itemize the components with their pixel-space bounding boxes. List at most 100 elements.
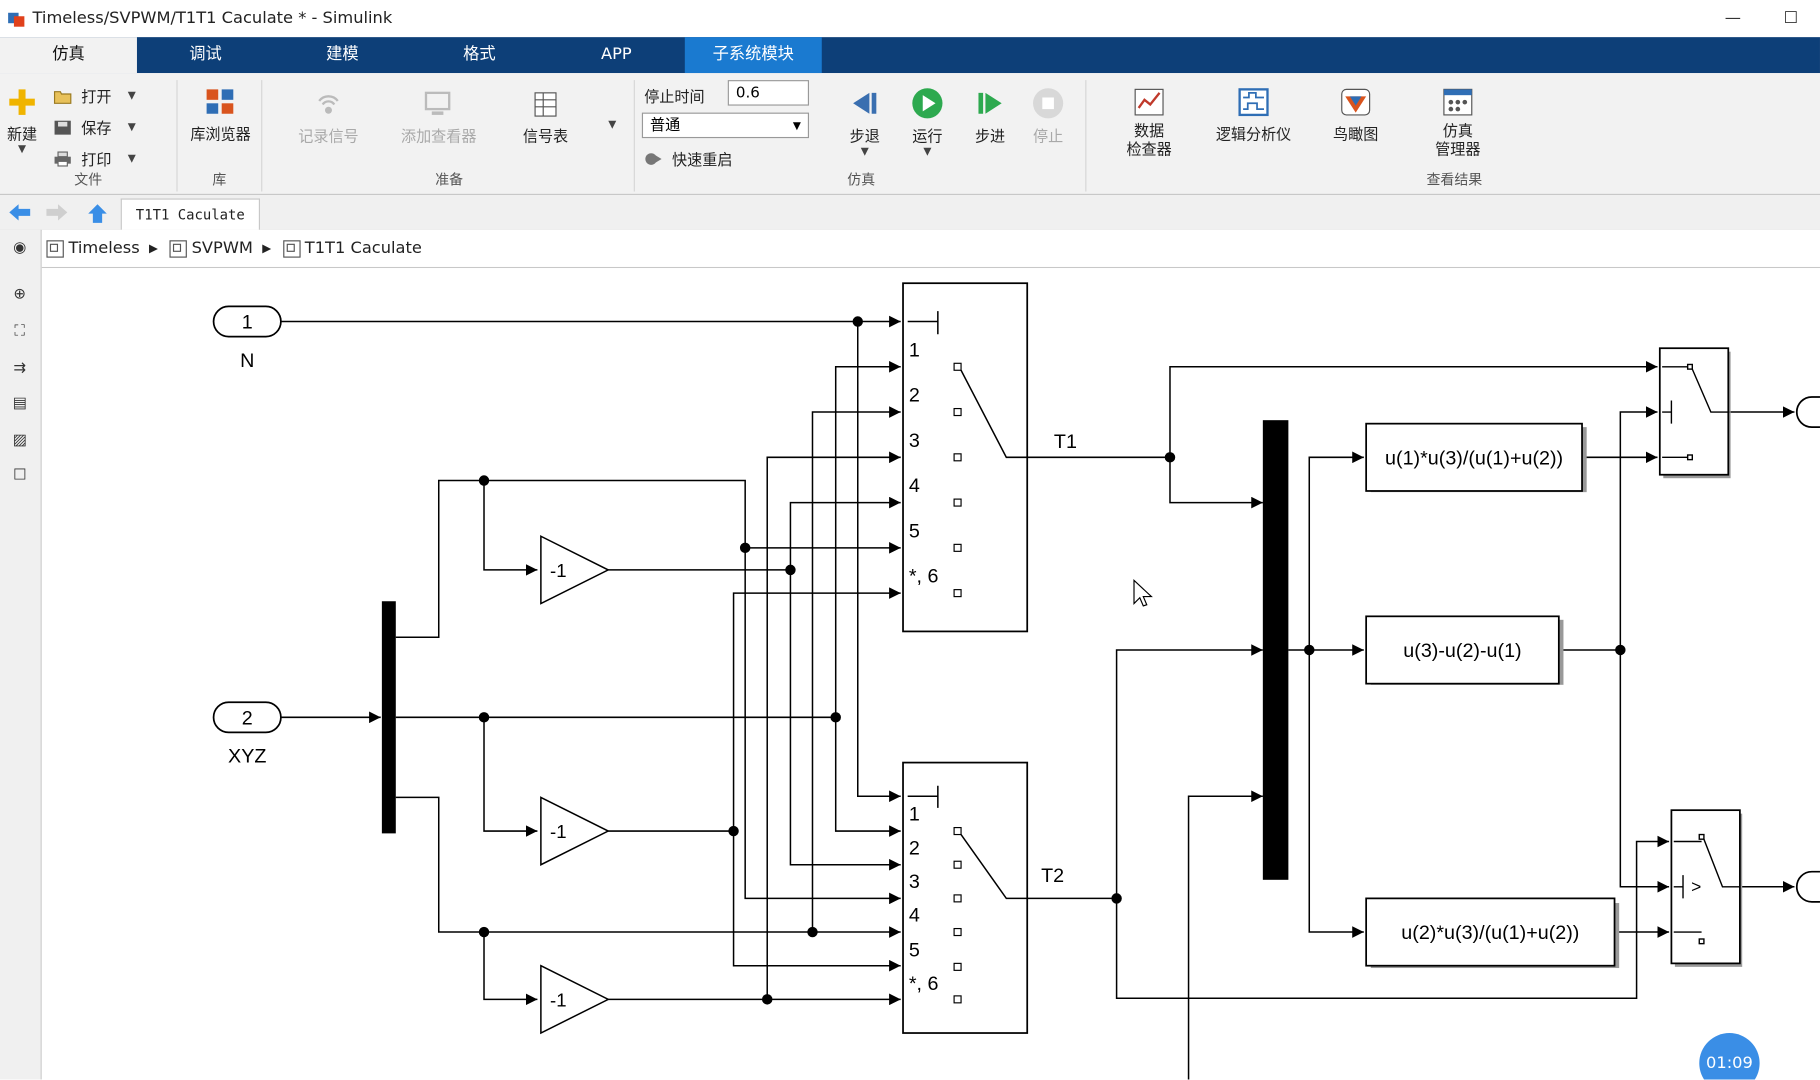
stop-time-input[interactable]: 0.6 [727, 80, 810, 106]
fast-restart-toggle[interactable]: 快速重启 [644, 147, 732, 169]
maximize-button[interactable]: ☐ [1783, 9, 1799, 28]
up-arrow-icon[interactable] [86, 202, 109, 225]
log-signals-button[interactable]: 记录信号 [288, 89, 369, 146]
sim-manager-button[interactable]: 仿真 管理器 [1418, 87, 1497, 160]
fcn-block-2[interactable]: u(3)-u(2)-u(1) [1365, 615, 1564, 685]
subsystem-icon [282, 239, 301, 258]
image-icon[interactable]: ▨ [12, 431, 27, 450]
breadcrumb-item-svpwm[interactable]: SVPWM [169, 239, 253, 258]
ribbon-tab-bar: 仿真 调试 建模 格式 APP 子系统模块 [0, 37, 1820, 74]
fcn-expression: u(3)-u(2)-u(1) [1403, 640, 1521, 662]
tab-debug[interactable]: 调试 [189, 45, 222, 64]
forward-arrow-icon[interactable] [44, 202, 70, 223]
signal-label-t1: T1 [1054, 431, 1077, 453]
tab-apps[interactable]: APP [600, 45, 632, 64]
model-canvas[interactable]: 1 N 2 XYZ -1 -1 -1 [41, 268, 1820, 1080]
logic-analyzer-label: 逻辑分析仪 [1215, 126, 1292, 144]
switch-port-label: 5 [909, 939, 920, 961]
window-title: Timeless/SVPWM/T1T1 Caculate * - Simulin… [32, 9, 393, 28]
print-button[interactable]: 打印▼ [53, 147, 136, 169]
hide-show-explorer-icon[interactable]: ◉ [13, 239, 27, 257]
run-button[interactable]: 运行 ▼ [904, 87, 950, 158]
data-inspector-button[interactable]: 数据 检查器 [1112, 87, 1186, 160]
add-viewer-button[interactable]: 添加查看器 [392, 89, 485, 146]
data-inspector-icon [1134, 88, 1164, 116]
new-dropdown-icon[interactable]: ▼ [18, 143, 27, 156]
step-back-button[interactable]: 步退 ▼ [842, 87, 888, 158]
multiport-switch-t1[interactable]: 1 2 3 4 5 *, 6 [902, 282, 1029, 633]
inport-n[interactable]: 1 N [212, 305, 282, 372]
chevron-down-icon[interactable]: ▼ [127, 89, 136, 102]
step-back-label: 步退 [849, 128, 880, 147]
birdseye-button[interactable]: 鸟瞰图 [1321, 87, 1391, 144]
gain-block[interactable]: -1 [540, 535, 610, 605]
save-button[interactable]: 保存▼ [53, 116, 136, 138]
sim-manager-label-line1: 仿真 [1442, 123, 1473, 141]
block-diagram[interactable]: 1 N 2 XYZ -1 -1 -1 [42, 268, 1820, 1080]
tab-simulation[interactable]: 仿真 [0, 37, 137, 74]
simulation-mode-select[interactable]: 普通 ▼ [641, 112, 810, 139]
outport-2[interactable] [1795, 870, 1820, 903]
breadcrumb-item-timeless[interactable]: Timeless [46, 239, 140, 258]
stop-button[interactable]: 停止 [1025, 87, 1071, 146]
tab-t1t1-caculate[interactable]: T1T1 Caculate [120, 198, 260, 230]
annotation-icon[interactable]: ▤ [12, 394, 27, 413]
library-browser-button[interactable]: 库浏览器 [185, 87, 257, 144]
add-viewer-label: 添加查看器 [401, 128, 477, 147]
stop-time-label: 停止时间 [644, 89, 705, 107]
breadcrumb: Timeless ▶ SVPWM ▶ T1T1 Caculate [41, 229, 1820, 269]
inport-xyz[interactable]: 2 XYZ [212, 701, 282, 768]
run-dropdown-icon[interactable]: ▼ [923, 146, 932, 158]
logic-analyzer-button[interactable]: 逻辑分析仪 [1205, 87, 1302, 144]
fcn-expression: u(1)*u(3)/(u(1)+u(2)) [1385, 447, 1563, 469]
switch-block-1[interactable] [1658, 347, 1731, 479]
area-icon[interactable]: ☐ [12, 466, 27, 485]
open-button[interactable]: 打开▼ [53, 85, 136, 107]
switch-port-label: *, 6 [909, 566, 939, 588]
printer-icon [54, 150, 71, 166]
library-section: 库浏览器 库 [178, 80, 263, 192]
gain-block[interactable]: -1 [540, 796, 610, 866]
switch-block-2[interactable]: > [1670, 809, 1743, 967]
outport-1[interactable] [1795, 396, 1820, 429]
fit-to-view-icon[interactable]: ⛶ [14, 322, 26, 341]
run-play-icon [912, 88, 943, 119]
multiport-switch-t2[interactable]: 1 2 3 4 5 *, 6 [902, 761, 1029, 1034]
tab-modeling[interactable]: 建模 [326, 45, 359, 64]
breadcrumb-item-t1t1-caculate[interactable]: T1T1 Caculate [282, 239, 422, 258]
chevron-down-icon[interactable]: ▼ [127, 121, 136, 133]
gain-value: -1 [550, 821, 567, 842]
tab-format[interactable]: 格式 [463, 45, 496, 64]
tool-palette: ◉ ⊕ ⛶ ⇉ ▤ ▨ ☐ [0, 229, 42, 1080]
new-label: 新建 [6, 126, 38, 144]
breadcrumb-label: SVPWM [191, 239, 253, 258]
tab-subsystem-block[interactable]: 子系统模块 [684, 37, 822, 74]
signal-table-button[interactable]: 信号表 [508, 89, 582, 146]
fcn-block-3[interactable]: u(2)*u(3)/(u(1)+u(2)) [1365, 897, 1620, 969]
step-back-dropdown-icon[interactable]: ▼ [860, 146, 869, 158]
gain-block[interactable]: -1 [540, 964, 610, 1035]
demux-block[interactable] [381, 601, 396, 834]
model-icon [46, 239, 64, 258]
inport-xyz-number: 2 [242, 707, 253, 729]
new-button[interactable]: 新建 ▼ [5, 87, 40, 156]
chevron-down-icon[interactable]: ▼ [127, 152, 136, 165]
step-forward-button[interactable]: 步进 [967, 87, 1013, 146]
mouse-cursor-icon [1133, 579, 1153, 607]
back-arrow-icon[interactable] [7, 202, 33, 223]
minimize-button[interactable]: — [1724, 9, 1742, 28]
fcn-block-1[interactable]: u(1)*u(3)/(u(1)+u(2)) [1365, 422, 1587, 493]
prepare-gallery-expand-icon[interactable]: ▼ [608, 119, 617, 132]
file-section: 新建 ▼ 打开▼ 保存▼ 打印▼ 文件 [0, 80, 178, 192]
switch-port-label: *, 6 [909, 973, 939, 995]
logic-analyzer-icon [1238, 88, 1269, 117]
inport-xyz-name: XYZ [228, 746, 266, 768]
mux-block[interactable] [1262, 420, 1289, 880]
stop-icon [1033, 88, 1064, 119]
review-results-section-label: 查看结果 [1426, 171, 1483, 189]
data-inspector-label-line2: 检查器 [1126, 141, 1172, 160]
gain-value: -1 [550, 560, 567, 581]
zoom-icon[interactable]: ⊕ [13, 285, 27, 303]
viewer-icon [424, 91, 451, 115]
signal-routing-icon[interactable]: ⇉ [13, 359, 27, 378]
